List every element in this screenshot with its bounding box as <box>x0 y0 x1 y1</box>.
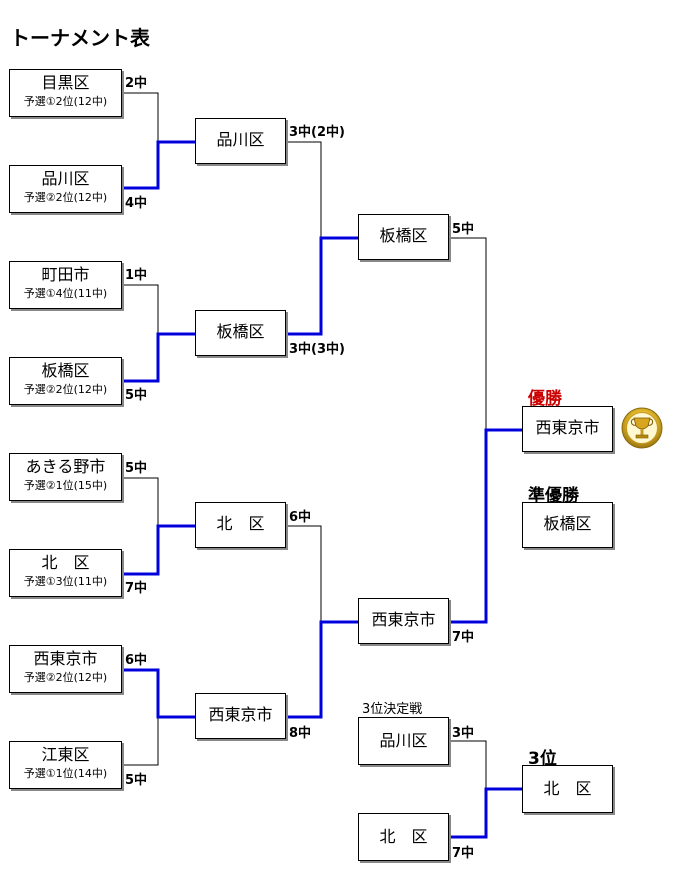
r2-box-shinagawa: 品川区 <box>195 118 286 164</box>
team-name: 西東京市 <box>371 610 436 629</box>
team-qualifier: 予選①2位(12中) <box>23 95 108 108</box>
page-title: トーナメント表 <box>10 26 150 50</box>
score-r1-shinagawa: 4中 <box>125 196 148 211</box>
team-name: 西東京市 <box>33 649 98 668</box>
line-r1b-top <box>120 284 159 335</box>
team-box-machida: 町田市 予選①4位(11中) <box>9 261 122 309</box>
team-name: 北 区 <box>543 779 592 798</box>
line-r1d-bottom <box>120 716 159 766</box>
champion-label: 優勝 <box>528 389 562 409</box>
score-r2-kita: 6中 <box>289 510 312 525</box>
team-box-akiruno: あきる野市 予選②1位(15中) <box>9 453 122 501</box>
team-name: 板橋区 <box>216 322 265 341</box>
team-box-meguro: 目黒区 予選①2位(12中) <box>9 69 122 117</box>
team-name: 西東京市 <box>535 418 600 437</box>
sf-box-itabashi: 板橋区 <box>358 214 449 260</box>
team-name: あきる野市 <box>25 457 106 476</box>
team-qualifier: 予選②2位(12中) <box>23 671 108 684</box>
line-r1a-top <box>120 92 159 143</box>
line-final-bottom <box>446 428 488 624</box>
r2-box-nishitokyo: 西東京市 <box>195 693 286 739</box>
team-name: 北 区 <box>216 514 265 533</box>
score-r1-akiruno: 5中 <box>125 461 148 476</box>
team-box-koto: 江東区 予選①1位(14中) <box>9 741 122 789</box>
team-name: 品川区 <box>379 731 428 750</box>
score-sf-itabashi: 5中 <box>452 222 475 237</box>
r2-box-itabashi: 板橋区 <box>195 310 286 356</box>
champion-box: 西東京市 <box>522 406 613 452</box>
line-r1b-bottom <box>119 332 160 383</box>
line-r1c-bottom <box>119 524 160 576</box>
team-name: 板橋区 <box>379 226 428 245</box>
team-box-itabashi: 板橋区 予選②2位(12中) <box>9 357 122 405</box>
line-r1a-bottom <box>119 140 160 190</box>
team-name: 品川区 <box>216 130 265 149</box>
line-3rd-bottom <box>446 787 488 839</box>
score-r1-itabashi: 5中 <box>125 388 148 403</box>
team-name: 板橋区 <box>41 361 90 380</box>
score-r1-kita: 7中 <box>125 581 148 596</box>
team-box-nishitokyo: 西東京市 予選②2位(12中) <box>9 645 122 693</box>
score-r2-nishitokyo: 8中 <box>289 726 312 741</box>
line-r2b-bottom <box>283 620 323 719</box>
line-r2a-bottom <box>283 236 323 336</box>
score-r1-nishitokyo: 6中 <box>125 653 148 668</box>
line-r2a-top <box>284 141 322 239</box>
score-3rd-shinagawa: 3中 <box>452 726 475 741</box>
third-place-match-label: 3位決定戦 <box>362 702 423 717</box>
team-qualifier: 予選①1位(14中) <box>23 767 108 780</box>
trophy-icon <box>621 407 663 449</box>
score-r2-itabashi: 3中(3中) <box>289 342 345 357</box>
r2-box-kita: 北 区 <box>195 502 286 548</box>
team-name: 江東区 <box>41 745 90 764</box>
team-box-kita: 北 区 予選①3位(11中) <box>9 549 122 597</box>
score-r1-machida: 1中 <box>125 268 148 283</box>
team-qualifier: 予選①4位(11中) <box>23 287 108 300</box>
runner-up-box: 板橋区 <box>522 502 613 548</box>
team-qualifier: 予選②2位(12中) <box>23 191 108 204</box>
sf-box-nishitokyo: 西東京市 <box>358 598 449 644</box>
score-r2-shinagawa: 3中(2中) <box>289 125 345 140</box>
score-3rd-kita: 7中 <box>452 846 475 861</box>
team-name: 板橋区 <box>543 514 592 533</box>
team-name: 北 区 <box>379 827 428 846</box>
team-name: 品川区 <box>41 169 90 188</box>
third-place-box: 北 区 <box>522 765 613 813</box>
line-r2b-top <box>284 525 322 623</box>
third-place-label: 3位 <box>528 749 557 769</box>
line-3rd-top <box>447 740 487 790</box>
line-final-top <box>447 237 487 431</box>
team-qualifier: 予選②2位(12中) <box>23 383 108 396</box>
runner-up-label: 準優勝 <box>528 486 579 506</box>
score-r1-meguro: 2中 <box>125 76 148 91</box>
score-sf-nishitokyo: 7中 <box>452 630 475 645</box>
line-r1c-top <box>120 477 159 527</box>
team-name: 北 区 <box>41 553 90 572</box>
team-box-shinagawa: 品川区 予選②2位(12中) <box>9 165 122 213</box>
team-name: 町田市 <box>41 265 90 284</box>
team-name: 目黒区 <box>41 73 90 92</box>
line-r1d-top <box>119 668 160 719</box>
third-match-box-shinagawa: 品川区 <box>358 717 449 765</box>
third-match-box-kita: 北 区 <box>358 813 449 861</box>
team-qualifier: 予選②1位(15中) <box>23 479 108 492</box>
team-qualifier: 予選①3位(11中) <box>23 575 108 588</box>
team-name: 西東京市 <box>208 705 273 724</box>
score-r1-koto: 5中 <box>125 773 148 788</box>
